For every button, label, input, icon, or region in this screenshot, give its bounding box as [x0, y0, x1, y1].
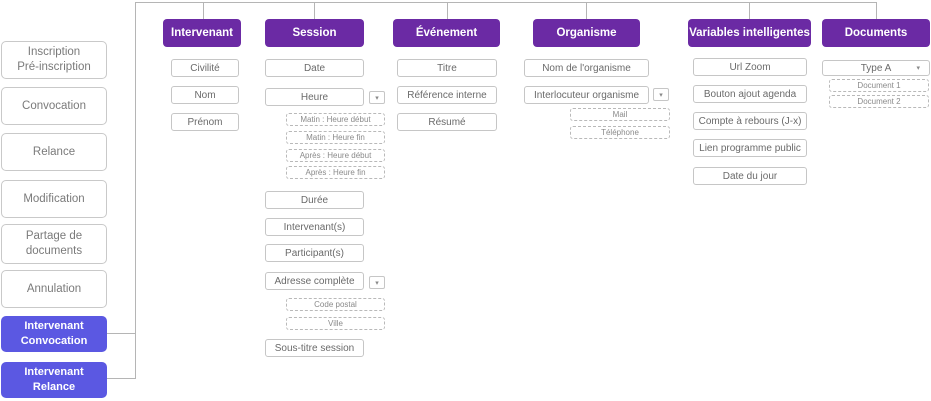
field-reference[interactable]: Référence interne	[397, 86, 497, 104]
menu-label: Relance	[32, 145, 76, 158]
sub-matin-debut[interactable]: Matin : Heure début	[286, 113, 385, 126]
menu-modification[interactable]: Modification	[1, 180, 107, 218]
header-evenement[interactable]: Événement	[393, 19, 500, 47]
menu-partage-documents[interactable]: Partage de documents	[1, 224, 107, 264]
header-label: Événement	[415, 27, 478, 39]
document-item-1[interactable]: Document 1	[829, 79, 929, 92]
field-date[interactable]: Date	[265, 59, 364, 77]
header-label: Variables intelligentes	[689, 27, 810, 39]
field-date-du-jour[interactable]: Date du jour	[693, 167, 807, 185]
connector-vertical	[135, 2, 136, 379]
field-compte-rebours[interactable]: Compte à rebours (J-x)	[693, 112, 807, 130]
sub-apres-fin[interactable]: Après : Heure fin	[286, 166, 385, 179]
menu-label: Annulation	[26, 282, 82, 295]
connector-branch-relance	[107, 378, 136, 379]
field-resume[interactable]: Résumé	[397, 113, 497, 131]
sub-code-postal[interactable]: Code postal	[286, 298, 385, 311]
connector-drop-intervenant	[203, 2, 204, 19]
header-label: Intervenant	[171, 27, 233, 39]
header-organisme[interactable]: Organisme	[533, 19, 640, 47]
menu-label: Partage de documents	[25, 230, 83, 257]
field-nom[interactable]: Nom	[171, 86, 239, 104]
field-intervenants[interactable]: Intervenant(s)	[265, 218, 364, 236]
documents-type-select[interactable]: Type A ▾	[822, 60, 930, 76]
field-heure[interactable]: Heure	[265, 88, 364, 106]
connector-drop-session	[314, 2, 315, 19]
menu-convocation[interactable]: Convocation	[1, 87, 107, 125]
header-label: Documents	[844, 27, 908, 39]
header-variables[interactable]: Variables intelligentes	[688, 19, 811, 47]
sub-ville[interactable]: Ville	[286, 317, 385, 330]
header-label: Session	[292, 27, 337, 39]
connector-drop-variables	[749, 2, 750, 19]
documents-type-label: Type A	[860, 62, 892, 74]
menu-label: Intervenant Convocation	[20, 320, 88, 347]
document-item-2[interactable]: Document 2	[829, 95, 929, 108]
sub-telephone[interactable]: Téléphone	[570, 126, 670, 139]
chevron-down-icon: ▾	[916, 65, 920, 72]
header-intervenant[interactable]: Intervenant	[163, 19, 241, 47]
menu-inscription[interactable]: Inscription Pré-inscription	[1, 41, 107, 79]
connector-drop-organisme	[586, 2, 587, 19]
connector-drop-evenement	[447, 2, 448, 19]
field-lien-programme[interactable]: Lien programme public	[693, 139, 807, 157]
connector-branch-convocation	[107, 333, 136, 334]
field-interlocuteur[interactable]: Interlocuteur organisme	[524, 86, 649, 104]
sub-matin-fin[interactable]: Matin : Heure fin	[286, 131, 385, 144]
connector-top	[135, 2, 877, 3]
field-url-zoom[interactable]: Url Zoom	[693, 58, 807, 76]
menu-label: Convocation	[22, 99, 86, 112]
header-documents[interactable]: Documents	[822, 19, 930, 47]
menu-label: Inscription Pré-inscription	[17, 46, 91, 73]
field-bouton-agenda[interactable]: Bouton ajout agenda	[693, 85, 807, 103]
header-session[interactable]: Session	[265, 19, 364, 47]
sub-apres-debut[interactable]: Après : Heure début	[286, 149, 385, 162]
field-titre[interactable]: Titre	[397, 59, 497, 77]
field-participants[interactable]: Participant(s)	[265, 244, 364, 262]
field-sous-titre[interactable]: Sous-titre session	[265, 339, 364, 357]
field-duree[interactable]: Durée	[265, 191, 364, 209]
menu-relance[interactable]: Relance	[1, 133, 107, 171]
connector-drop-documents	[876, 2, 877, 19]
interlocuteur-dropdown-icon[interactable]: ▾	[653, 88, 669, 101]
field-civilite[interactable]: Civilité	[171, 59, 239, 77]
field-adresse[interactable]: Adresse complète	[265, 272, 364, 290]
sub-mail[interactable]: Mail	[570, 108, 670, 121]
menu-label: Modification	[23, 192, 85, 205]
field-nom-organisme[interactable]: Nom de l'organisme	[524, 59, 649, 77]
menu-intervenant-convocation[interactable]: Intervenant Convocation	[1, 316, 107, 352]
field-prenom[interactable]: Prénom	[171, 113, 239, 131]
menu-annulation[interactable]: Annulation	[1, 270, 107, 308]
adresse-dropdown-icon[interactable]: ▾	[369, 276, 385, 289]
menu-intervenant-relance[interactable]: Intervenant Relance	[1, 362, 107, 398]
header-label: Organisme	[556, 27, 617, 39]
menu-label: Intervenant Relance	[24, 366, 84, 393]
heure-dropdown-icon[interactable]: ▾	[369, 91, 385, 104]
